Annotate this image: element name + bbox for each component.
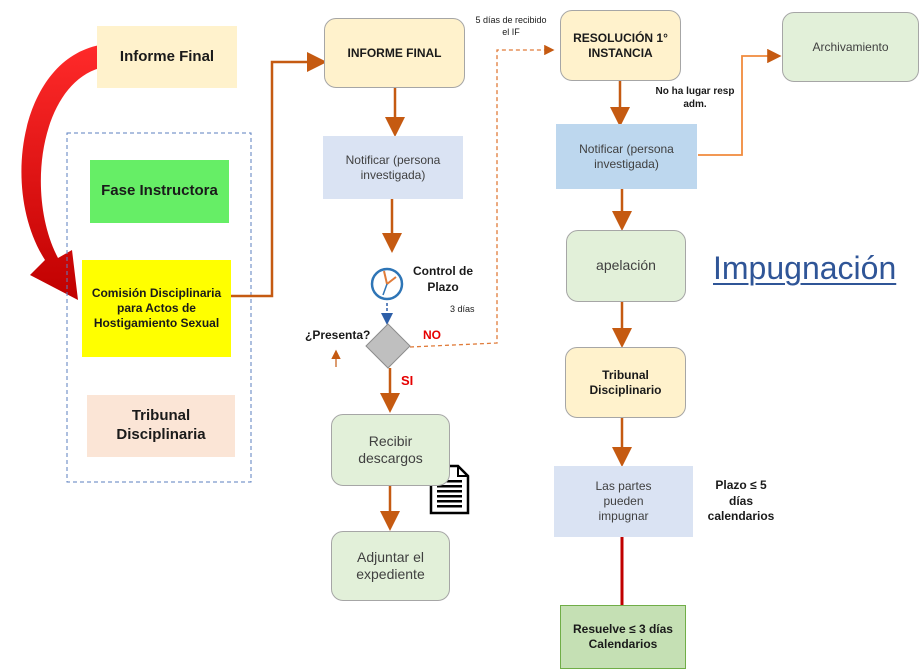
resuelve-box: Resuelve ≤ 3 días Calendarios [560,605,686,669]
notificar-box: Notificar (persona investigada) [323,136,463,199]
recibir-descargos-box: Recibir descargos [331,414,450,486]
decision-diamond [365,323,411,369]
plazo-label: Plazo ≤ 5 días calendarios [707,478,775,524]
clock-icon [370,267,404,301]
cinco-dias-label: 5 días de recibido el IF [475,15,547,38]
legend-tribunal: Tribunal Disciplinaria [87,395,235,457]
no-label: NO [423,328,441,342]
legend-informe-final: Informe Final [97,26,237,88]
legend-fase-instructora: Fase Instructora [90,160,229,223]
apelacion-box: apelación [566,230,686,302]
notificar2-box: Notificar (persona investigada) [556,124,697,189]
no-ha-lugar-label: No ha lugar resp adm. [655,86,735,110]
tres-dias-label: 3 días [450,304,475,314]
si-label: SI [401,373,414,388]
adjuntar-expediente-box: Adjuntar el expediente [331,531,450,601]
tribunal-disciplinario-box: Tribunal Disciplinario [565,347,686,418]
partes-impugnar-box: Las partes pueden impugnar [554,466,693,537]
legend-frame [66,132,252,483]
informe-final-box: INFORME FINAL [324,18,465,88]
legend-comision: Comisión Disciplinaria para Actos de Hos… [82,260,231,357]
presenta-label: ¿Presenta? [305,328,371,342]
big-red-arrow [21,45,100,300]
resolucion-box: RESOLUCIÓN 1° INSTANCIA [560,10,681,81]
connector-notificar-archivamiento [698,48,782,156]
connector-comision-informe [231,52,327,298]
impugnacion-title: Impugnación [713,250,897,286]
archivamiento-box: Archivamiento [782,12,919,82]
connector-no-resolucion [409,44,555,348]
control-plazo-label: Control de Plazo [413,264,473,294]
